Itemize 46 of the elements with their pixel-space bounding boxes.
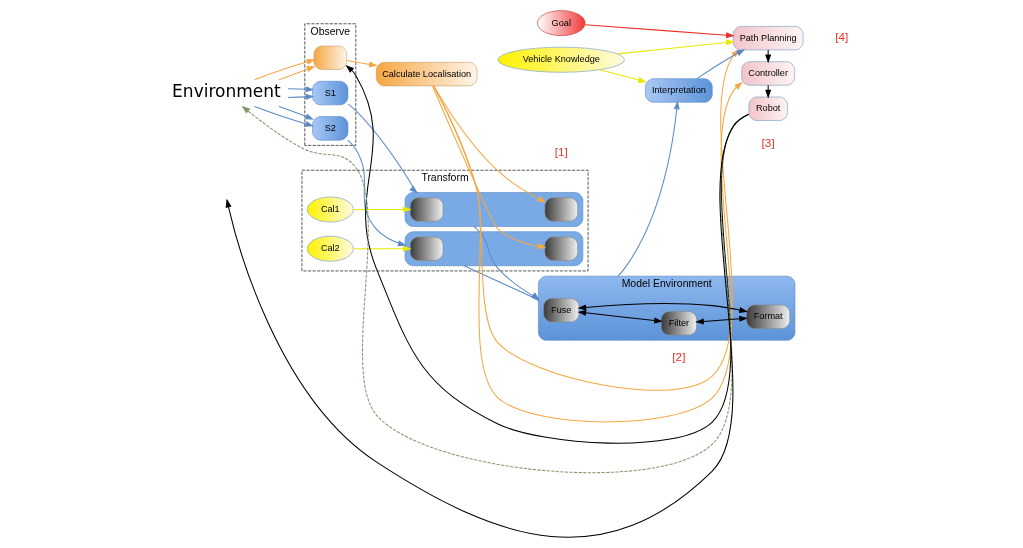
node-box: S2 xyxy=(311,116,348,141)
arrow xyxy=(584,24,735,39)
node-box: Interpretation xyxy=(644,78,713,103)
node-ellipse: Cal1 xyxy=(306,196,354,223)
arrow xyxy=(241,105,749,474)
arrow xyxy=(431,85,546,250)
node-box xyxy=(544,197,578,222)
arrow xyxy=(287,86,314,93)
node-box xyxy=(409,197,443,222)
label: [1] xyxy=(554,145,568,159)
arrow xyxy=(694,315,748,325)
node-ellipse: Vehicle Knowledge xyxy=(497,46,625,73)
node-text: Environment xyxy=(171,81,281,102)
arrow xyxy=(432,81,743,423)
arrow xyxy=(616,39,735,55)
arrow xyxy=(287,93,314,100)
arrow xyxy=(277,65,315,81)
node-box: Filter xyxy=(660,311,697,336)
node-box: Controller xyxy=(740,61,795,86)
arrow xyxy=(253,106,314,127)
arrow xyxy=(345,59,378,68)
arrow xyxy=(347,103,418,194)
node-box xyxy=(409,236,443,261)
node-ellipse: Goal xyxy=(536,10,585,36)
arrow xyxy=(277,106,314,120)
node-box xyxy=(313,45,347,70)
arrow xyxy=(352,206,412,213)
arrow xyxy=(253,58,315,81)
arrow xyxy=(577,303,748,313)
node-box: Calculate Localisation xyxy=(375,62,477,87)
arrow xyxy=(616,100,680,277)
node-ellipse: Cal2 xyxy=(306,235,354,262)
arrow xyxy=(346,139,407,247)
node-box: Robot xyxy=(748,96,788,121)
node-box xyxy=(544,236,578,261)
node-box: Path Planning xyxy=(732,26,803,51)
arrow xyxy=(352,245,412,252)
arrow xyxy=(225,113,749,538)
arrow xyxy=(764,84,771,99)
arrow xyxy=(598,69,647,83)
label: [2] xyxy=(671,350,685,364)
label: [4] xyxy=(834,30,848,44)
arrow xyxy=(577,309,663,324)
label: [3] xyxy=(761,135,775,149)
node-box: S1 xyxy=(311,81,348,106)
arrow xyxy=(432,85,546,203)
